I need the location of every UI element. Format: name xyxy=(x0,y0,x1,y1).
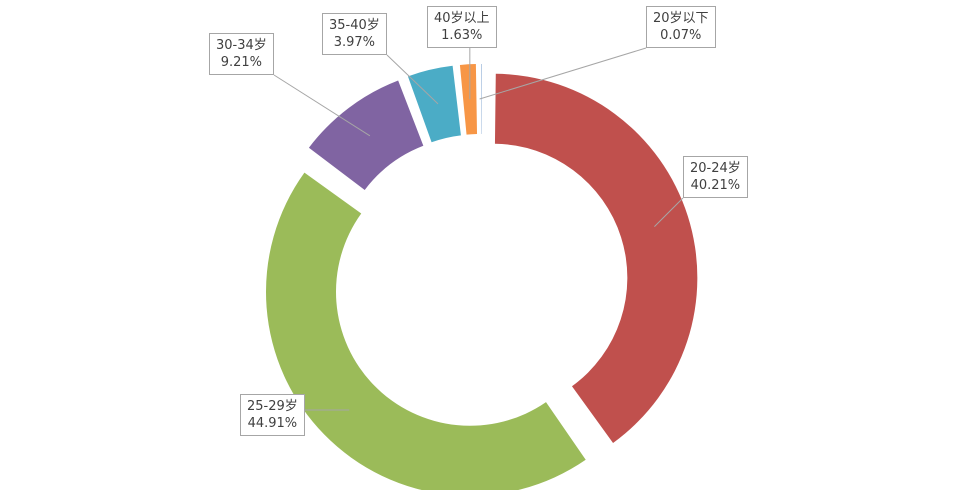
leader-line-2 xyxy=(273,74,371,137)
slice-0 xyxy=(494,73,698,443)
slice-label: 35-40岁 xyxy=(329,18,380,33)
slice-value: 1.63% xyxy=(441,28,483,43)
slice-value: 9.21% xyxy=(220,55,263,70)
leader-line-0 xyxy=(654,197,684,227)
slice-label: 30-34岁 xyxy=(216,38,267,53)
leader-line-5 xyxy=(479,47,647,100)
slice-value: 0.07% xyxy=(660,28,702,43)
slice-label: 25-29岁 xyxy=(247,399,298,414)
slice-value: 3.97% xyxy=(333,35,376,50)
callout-30-34: 30-34岁 9.21% xyxy=(209,33,274,75)
callout-under-20: 20岁以下 0.07% xyxy=(646,6,716,48)
slice-label: 20岁以下 xyxy=(653,11,709,26)
callout-35-40: 35-40岁 3.97% xyxy=(322,13,387,55)
callout-40-plus: 40岁以上 1.63% xyxy=(427,6,497,48)
callout-20-24: 20-24岁 40.21% xyxy=(683,156,748,198)
callout-25-29: 25-29岁 44.91% xyxy=(240,394,305,436)
slice-4 xyxy=(459,64,478,135)
slice-value: 40.21% xyxy=(690,178,741,193)
slice-value: 44.91% xyxy=(247,416,298,431)
slice-2 xyxy=(308,80,424,190)
slice-3 xyxy=(407,65,461,143)
slice-label: 40岁以上 xyxy=(434,11,490,26)
slice-label: 20-24岁 xyxy=(690,161,741,176)
leader-line-3 xyxy=(386,54,439,105)
slice-5 xyxy=(480,64,482,135)
slice-1 xyxy=(266,172,586,490)
